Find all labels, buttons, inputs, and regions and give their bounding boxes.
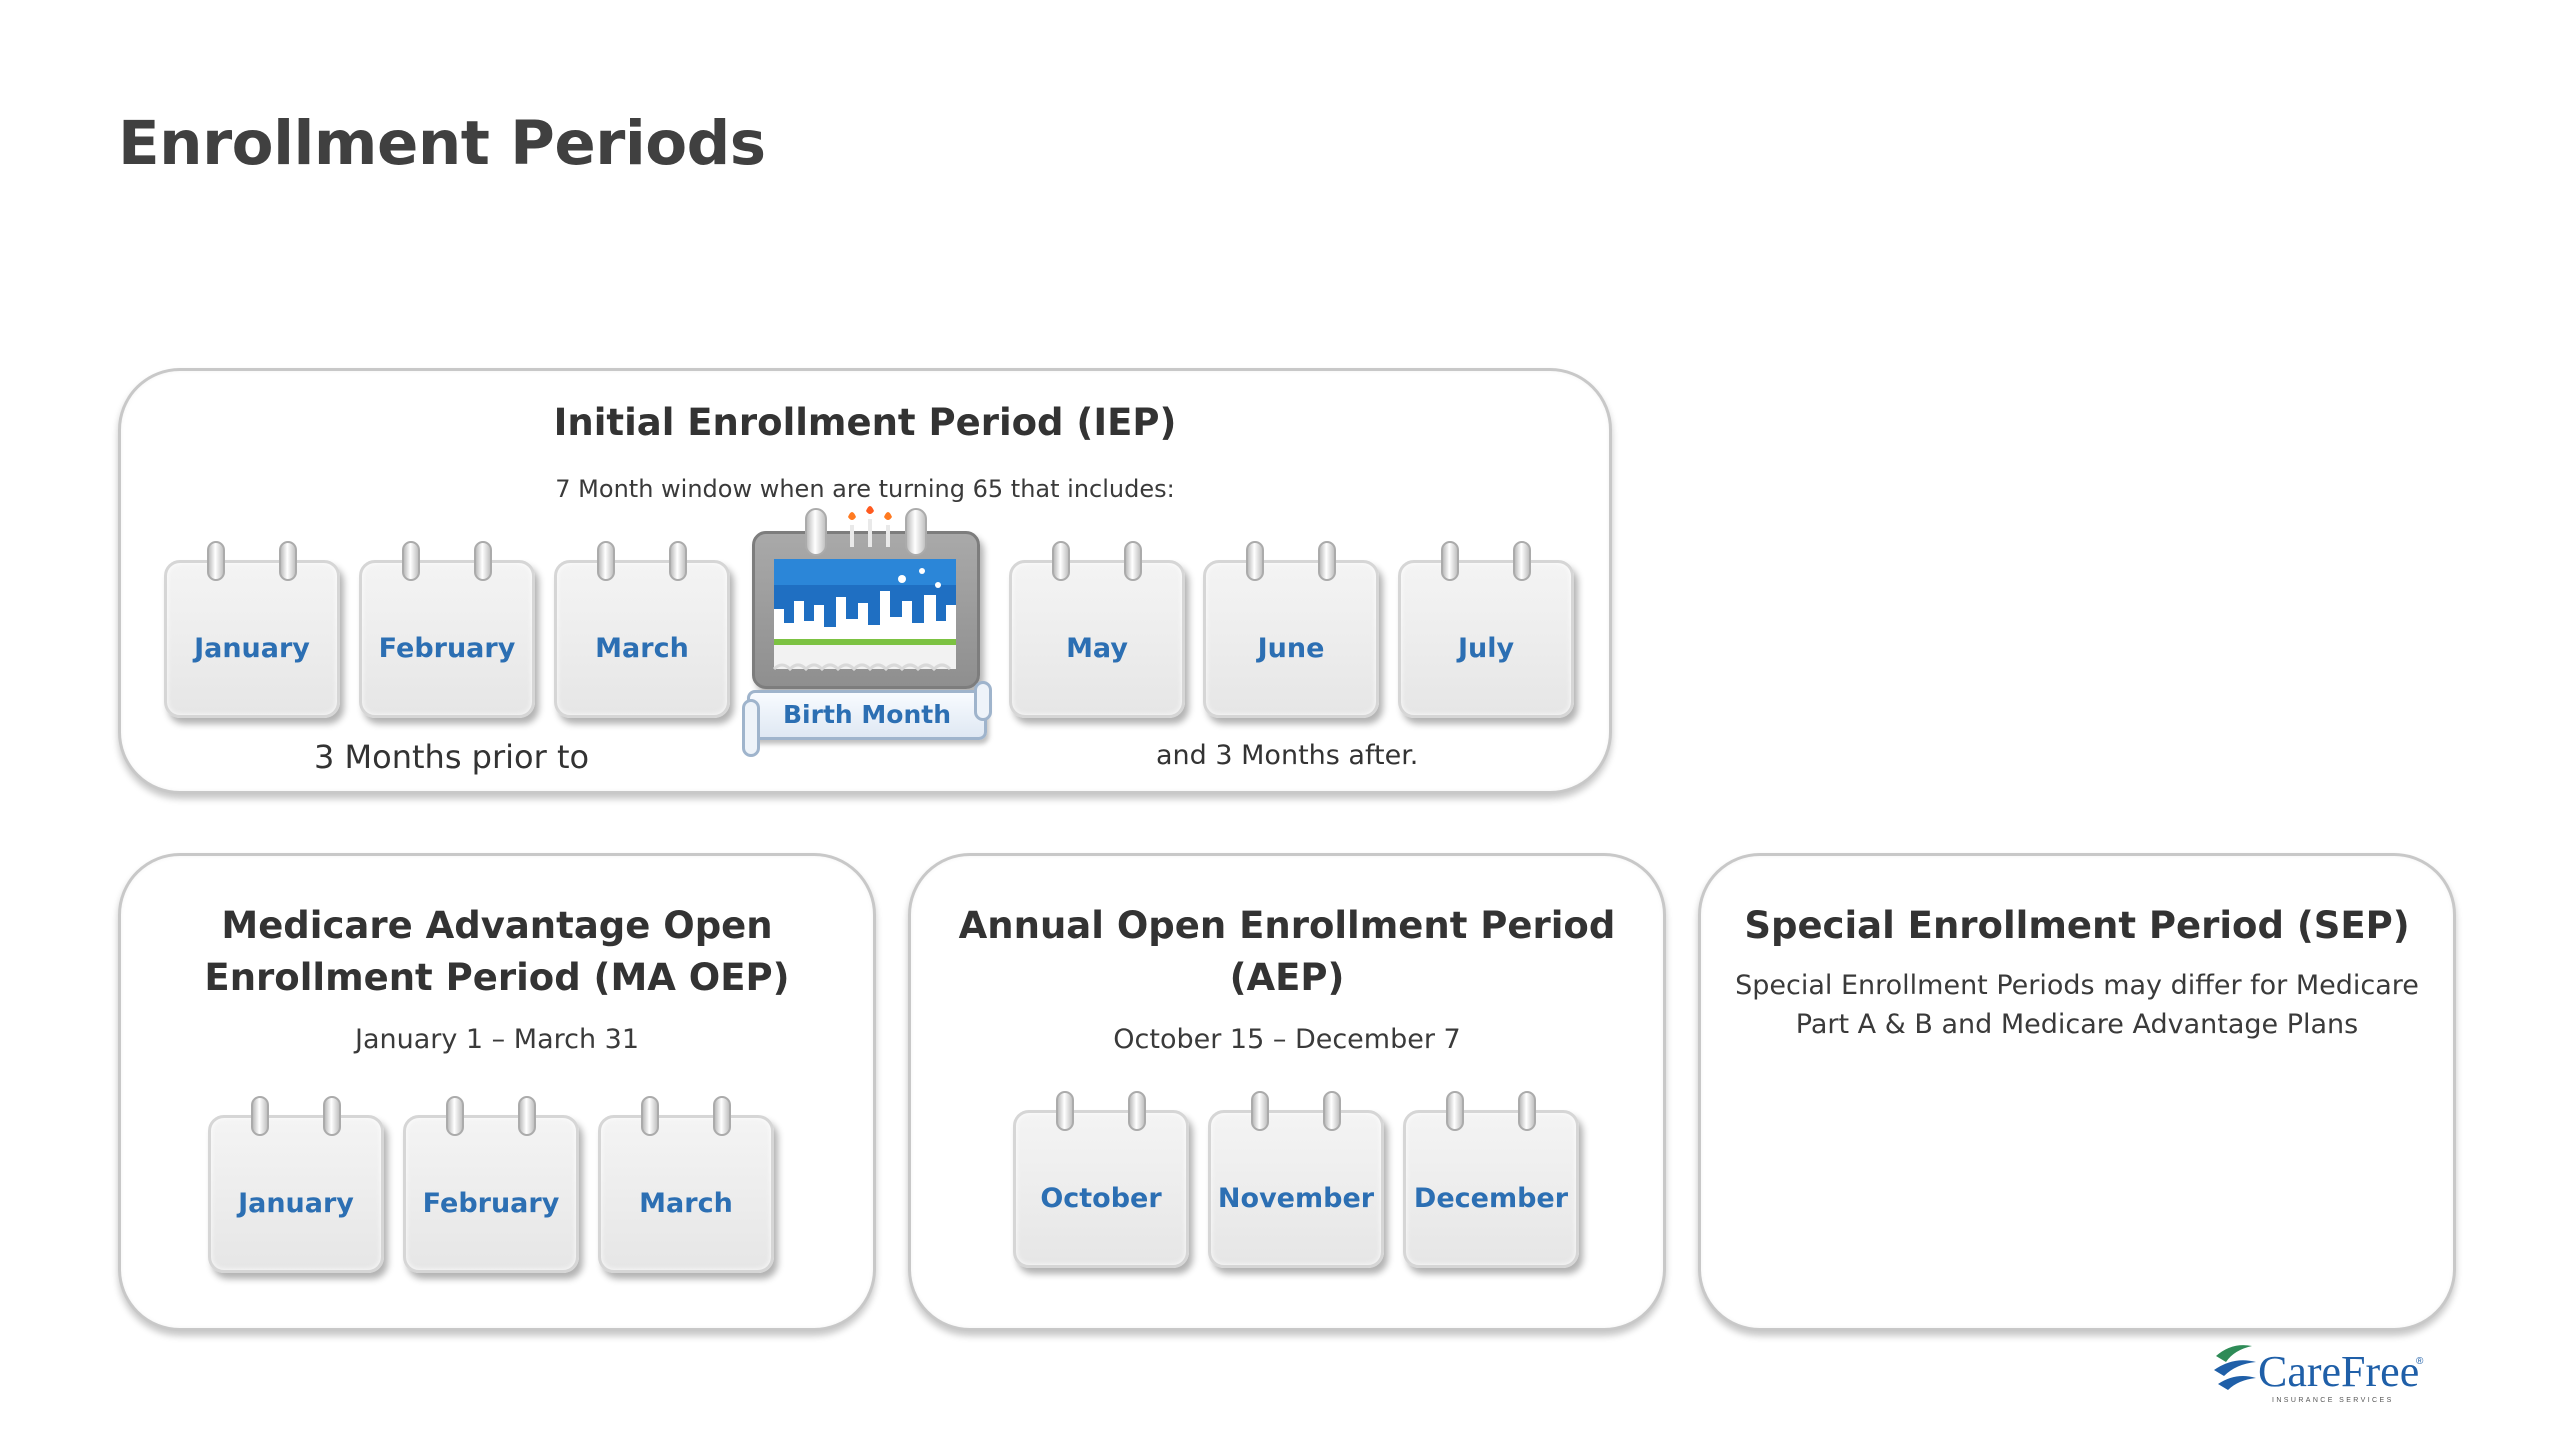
page-title: Enrollment Periods <box>118 108 766 179</box>
ma-oep-dates: January 1 – March 31 <box>354 1024 640 1055</box>
calendar-february: February <box>403 1096 579 1273</box>
ma-oep-title: Medicare Advantage Open Enrollment Perio… <box>204 904 790 999</box>
month-label: November <box>1217 1183 1375 1214</box>
ring-icon <box>207 541 225 581</box>
calendar-march: March <box>598 1096 774 1273</box>
month-label: July <box>1457 633 1515 664</box>
birth-month-banner: Birth Month <box>742 681 992 757</box>
ring-icon <box>597 541 615 581</box>
ring-icon <box>1323 1091 1341 1131</box>
wing-icon <box>2214 1345 2256 1390</box>
ring-icon <box>251 1096 269 1136</box>
month-label: January <box>238 1188 354 1219</box>
ring-icon <box>1513 541 1531 581</box>
calendar-december: December <box>1403 1091 1579 1268</box>
sep-description: Special Enrollment Periods may differ fo… <box>1735 970 2419 1040</box>
candle-flames-icon <box>848 506 892 547</box>
calendar-february: February <box>359 541 535 718</box>
ring-icon <box>1251 1091 1269 1131</box>
ring-icon <box>402 541 420 581</box>
aep-title: Annual Open Enrollment Period (AEP) <box>958 904 1616 999</box>
ring-icon <box>1128 1091 1146 1131</box>
caption-prior: 3 Months prior to <box>314 738 590 776</box>
ring-icon <box>1518 1091 1536 1131</box>
sep-panel: Special Enrollment Period (SEP) Special … <box>1698 853 2456 1331</box>
birthday-cake-icon <box>772 506 956 672</box>
caption-after: and 3 Months after. <box>1156 740 1419 771</box>
iep-subtitle: 7 Month window when are turning 65 that … <box>555 475 1175 503</box>
month-label: March <box>639 1188 733 1219</box>
month-label: May <box>1066 633 1128 664</box>
ring-icon <box>474 541 492 581</box>
month-label: June <box>1257 633 1325 664</box>
calendar-june: June <box>1203 541 1379 718</box>
iep-title: Initial Enrollment Period (IEP) <box>553 401 1177 444</box>
ring-icon <box>323 1096 341 1136</box>
carefree-logo: CareFree ® INSURANCE SERVICES <box>2214 1345 2424 1404</box>
month-label: February <box>422 1188 560 1219</box>
ring-icon <box>1124 541 1142 581</box>
month-label: December <box>1413 1183 1569 1214</box>
birth-month-calendar <box>752 506 980 689</box>
logo-tagline: INSURANCE SERVICES <box>2272 1397 2394 1404</box>
ring-icon <box>1246 541 1264 581</box>
ring-icon <box>905 508 927 556</box>
month-label: January <box>194 633 310 664</box>
ring-icon <box>446 1096 464 1136</box>
month-label: February <box>378 633 516 664</box>
ring-icon <box>805 508 827 556</box>
ring-icon <box>1056 1091 1074 1131</box>
ring-icon <box>279 541 297 581</box>
calendar-march: March <box>554 541 730 718</box>
ring-icon <box>641 1096 659 1136</box>
ring-icon <box>713 1096 731 1136</box>
ring-icon <box>1441 541 1459 581</box>
calendar-january: January <box>164 541 340 718</box>
month-label: March <box>595 633 689 664</box>
svg-text:®: ® <box>2416 1356 2424 1367</box>
logo-wordmark: CareFree <box>2258 1347 2419 1396</box>
calendar-july: July <box>1398 541 1574 718</box>
ring-icon <box>669 541 687 581</box>
ring-icon <box>518 1096 536 1136</box>
sep-title: Special Enrollment Period (SEP) <box>1744 904 2410 947</box>
ring-icon <box>1318 541 1336 581</box>
ring-icon <box>1052 541 1070 581</box>
aep-dates: October 15 – December 7 <box>1113 1024 1461 1055</box>
calendar-november: November <box>1208 1091 1384 1268</box>
month-label: October <box>1040 1183 1162 1214</box>
calendar-may: May <box>1009 541 1185 718</box>
ring-icon <box>1446 1091 1464 1131</box>
calendar-january: January <box>208 1096 384 1273</box>
calendar-october: October <box>1013 1091 1189 1268</box>
